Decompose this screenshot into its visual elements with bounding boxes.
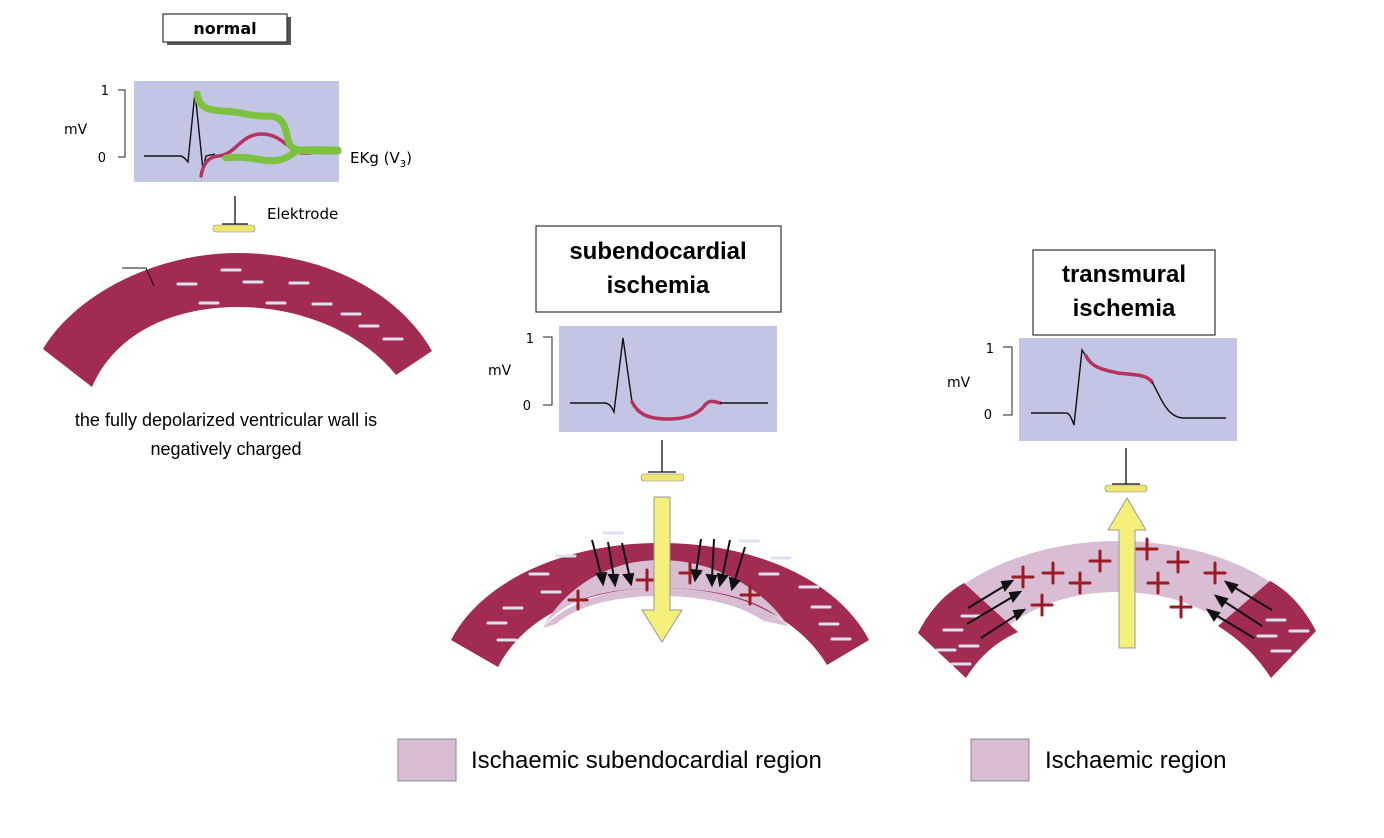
transmural-panel: transmural ischemia 1 0 mV	[918, 249, 1316, 678]
normal-axis-bottom: 0	[98, 151, 106, 166]
subendocardial-axis-bracket	[543, 336, 553, 406]
transmural-wall-right	[1218, 581, 1316, 678]
subendocardial-ischaemic-rim	[543, 588, 788, 628]
normal-wall-pointer	[122, 267, 155, 287]
subendocardial-negative-charges	[486, 531, 852, 642]
subendocardial-title-box	[535, 225, 782, 313]
subendocardial-title-line1: subendocardial	[569, 238, 746, 265]
normal-negative-charges	[176, 268, 404, 341]
subendocardial-st-depression-trace	[630, 399, 722, 421]
legend-label-transmural: Ischaemic region	[1045, 747, 1226, 774]
transmural-vector-arrow	[1107, 497, 1147, 649]
subendocardial-axis-top: 1	[526, 332, 534, 347]
normal-trace-label: EKg (V3)	[350, 149, 412, 170]
transmural-ekg-box	[1019, 338, 1237, 441]
subendocardial-axis-unit: mV	[488, 363, 512, 379]
transmural-axis-unit: mV	[947, 375, 971, 391]
subendocardial-title-line2: ischemia	[607, 272, 710, 299]
subendocardial-electrode-pad	[640, 473, 685, 482]
normal-electrode-label: Elektrode	[267, 205, 338, 223]
normal-ventricular-wall	[43, 253, 432, 387]
transmural-electrode-pad	[1104, 484, 1148, 493]
legend-swatch-subendocardial	[397, 738, 457, 782]
normal-axis-bracket	[118, 89, 126, 158]
normal-qrs-trace	[144, 91, 216, 171]
normal-ekg-box	[134, 81, 339, 182]
normal-green-trace-lower	[222, 146, 342, 165]
transmural-axis-top: 1	[986, 342, 994, 357]
normal-label-box	[162, 13, 288, 43]
subendocardial-ekg-box	[559, 326, 777, 432]
transmural-current-arrows	[966, 579, 1273, 639]
transmural-axis-bracket	[1003, 346, 1013, 416]
transmural-axis-bottom: 0	[984, 408, 992, 423]
normal-caption-line1: the fully depolarized ventricular wall i…	[75, 410, 377, 430]
transmural-qrs-trace	[1031, 348, 1087, 426]
subendocardial-current-arrows	[591, 538, 746, 592]
transmural-title-line2: ischemia	[1073, 295, 1176, 322]
transmural-positive-charges	[1011, 537, 1227, 619]
normal-electrode-pad	[212, 224, 256, 233]
subendocardial-panel: subendocardial ischemia 1 0 mV	[451, 225, 869, 667]
subendocardial-axis-bottom: 0	[523, 399, 531, 414]
transmural-st-elevation-trace	[1084, 354, 1154, 384]
legend-label-subendocardial: Ischaemic subendocardial region	[471, 747, 822, 774]
transmural-t-wave-end	[1151, 381, 1226, 419]
transmural-title-box	[1032, 249, 1216, 336]
legend-swatch-transmural	[970, 738, 1030, 782]
transmural-wall-left	[918, 583, 1018, 678]
normal-panel: normal 1 0 mV EKg (V3) Elektrode	[43, 13, 432, 459]
normal-axis-top: 1	[101, 84, 109, 99]
normal-axis-unit: mV	[64, 122, 88, 138]
subendocardial-vector-arrow	[641, 496, 683, 643]
transmural-title-line1: transmural	[1062, 261, 1186, 288]
normal-caption-line2: negatively charged	[150, 439, 301, 459]
subendocardial-qrs-trace	[570, 337, 633, 415]
transmural-negative-charges	[935, 614, 1310, 666]
normal-label: normal	[193, 19, 256, 38]
legend: Ischaemic subendocardial region Ischaemi…	[397, 738, 1226, 782]
